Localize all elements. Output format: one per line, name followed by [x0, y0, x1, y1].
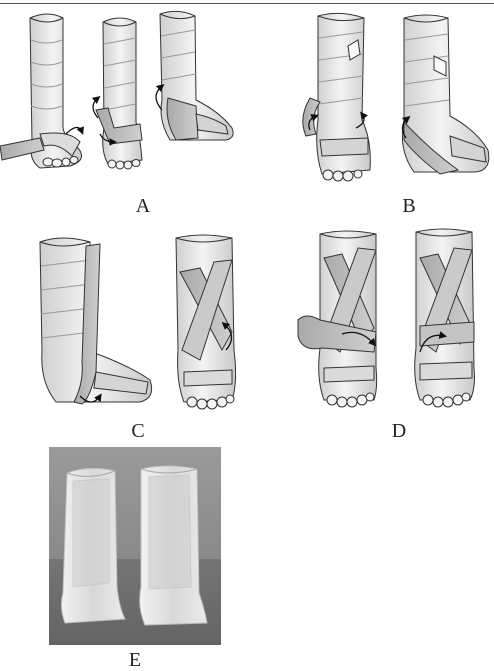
panel-b: B [280, 10, 494, 200]
panel-e-photo [49, 447, 221, 645]
panel-a-label: A [128, 196, 158, 216]
panel-c: C [0, 232, 250, 432]
panel-c-illustration [0, 232, 250, 432]
top-rule [0, 3, 494, 4]
tape-d2c [420, 322, 474, 346]
splints-photo [49, 447, 221, 645]
panel-a-illustration [0, 10, 250, 200]
panel-d-label: D [384, 421, 414, 441]
panel-c-label: C [123, 421, 153, 441]
panel-d-illustration [280, 228, 494, 432]
panel-b-illustration [280, 10, 494, 200]
panel-e-label: E [120, 650, 150, 670]
panel-a: A [0, 10, 250, 200]
panel-d: D [280, 228, 494, 432]
splint-left [61, 468, 125, 623]
splint-right [140, 466, 207, 625]
panel-b-label: B [394, 196, 424, 216]
